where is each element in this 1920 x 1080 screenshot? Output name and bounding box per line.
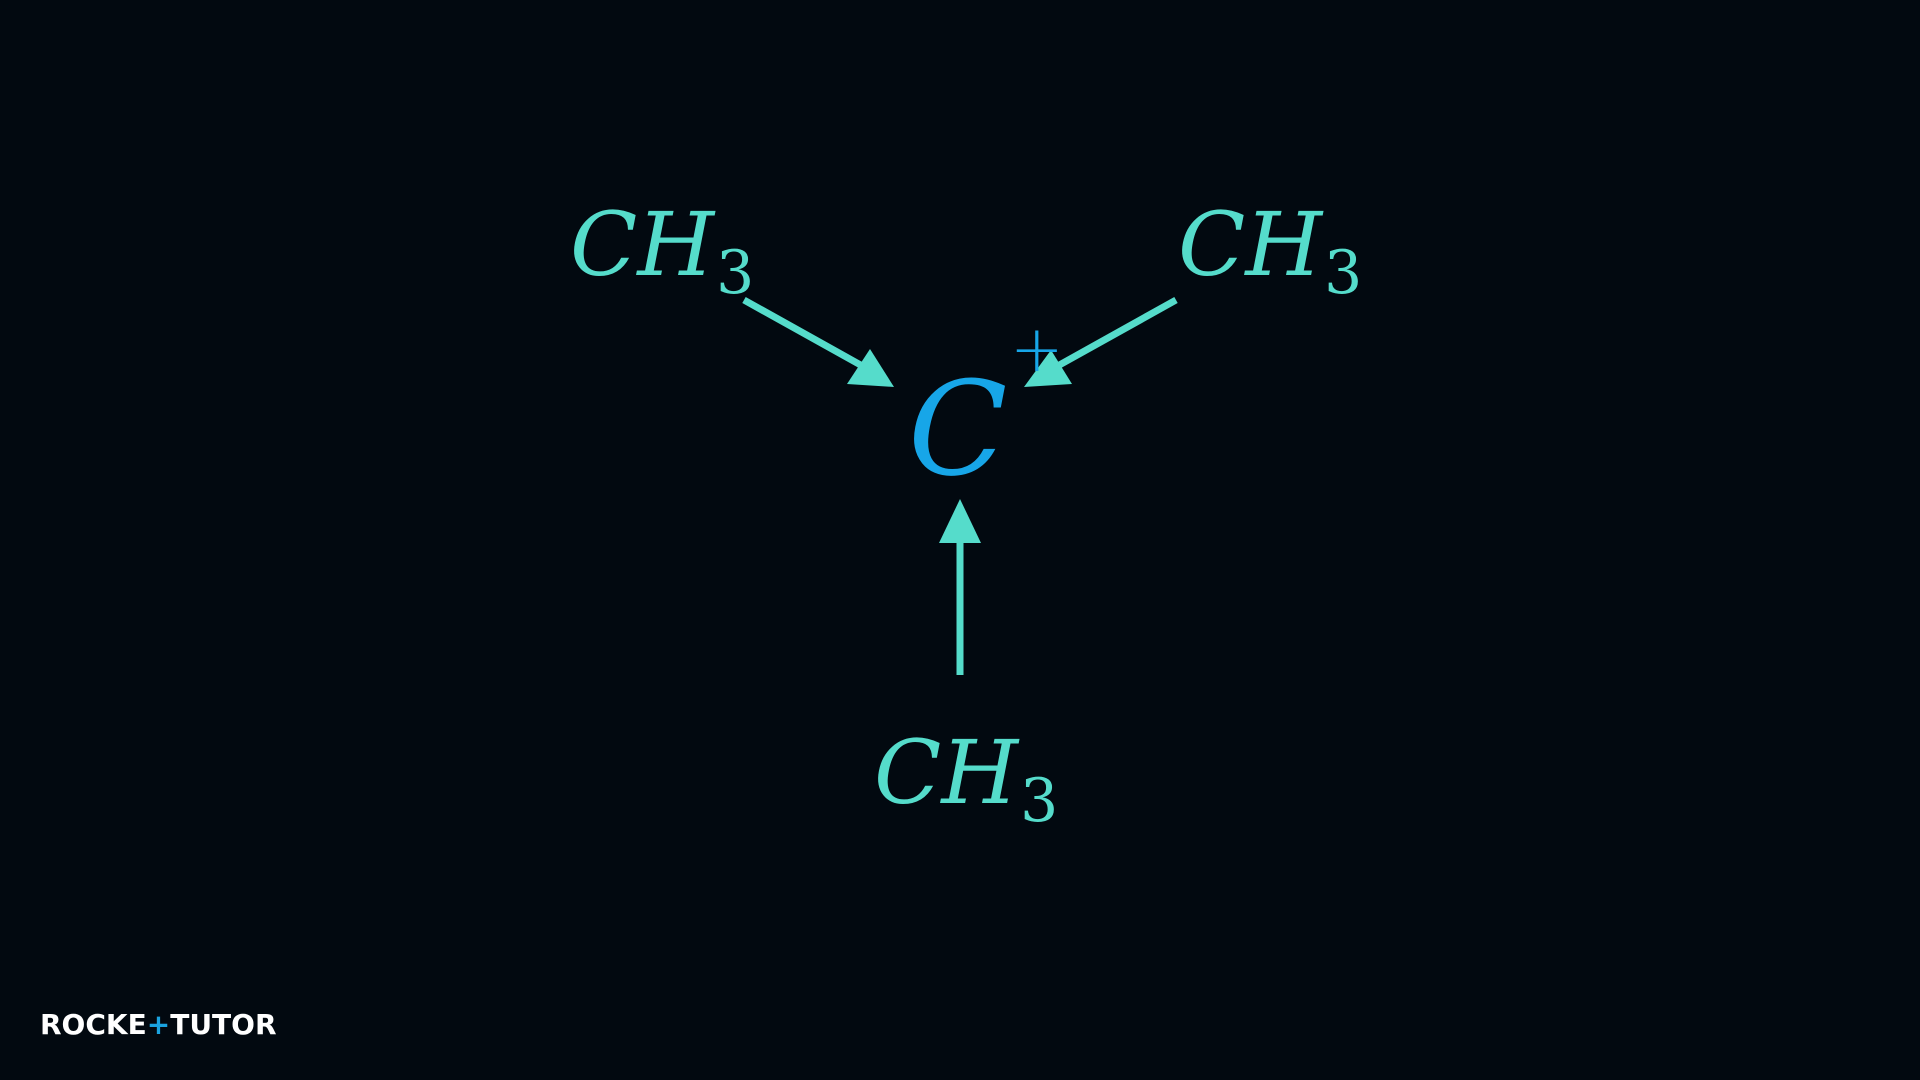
logo-text-tuto: TUTO: [170, 1008, 255, 1041]
central-carbon: C: [908, 353, 1008, 505]
substituent-top-left-group: CH: [570, 193, 715, 296]
arrow-bottom-head: [939, 499, 981, 543]
arrow-top-right-shaft: [1052, 296, 1178, 372]
substituent-top-left-subscript: 3: [716, 238, 755, 308]
substituent-top-right: CH3: [1178, 201, 1362, 304]
logo-plus-accent: +: [146, 1008, 171, 1041]
substituent-bottom-group: CH: [874, 721, 1019, 824]
rocket-tutor-logo: ROCKE+TUTOR: [40, 1011, 277, 1039]
substituent-top-left: CH3: [570, 201, 754, 304]
logo-text-r: R: [254, 1008, 277, 1041]
arrow-top-left-shaft: [742, 296, 868, 372]
logo-text-rocke: ROCKE: [40, 1008, 147, 1041]
arrow-top-right-head: [1024, 350, 1072, 387]
substituent-bottom: CH3: [874, 729, 1058, 832]
substituent-top-right-group: CH: [1178, 193, 1323, 296]
substituent-top-right-subscript: 3: [1324, 238, 1363, 308]
arrow-top-left-head: [847, 349, 894, 387]
substituent-bottom-subscript: 3: [1020, 766, 1059, 836]
carbocation-charge: +: [1010, 313, 1064, 387]
